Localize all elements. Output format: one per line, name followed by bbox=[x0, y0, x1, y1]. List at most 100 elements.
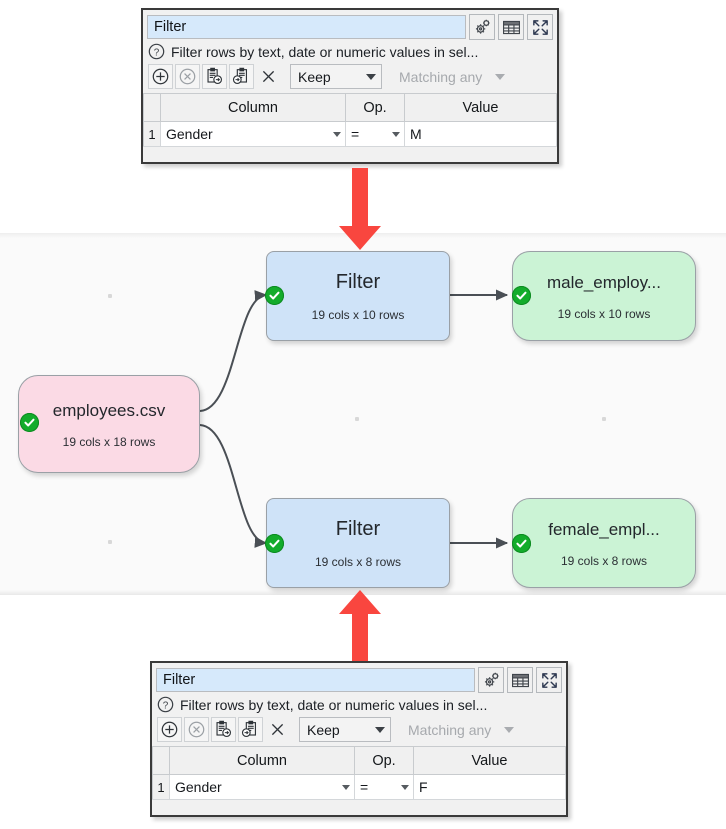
flow-canvas[interactable]: employees.csv 19 cols x 18 rows Filter 1… bbox=[0, 233, 726, 595]
chevron-down-icon bbox=[333, 131, 341, 137]
canvas-top-edge bbox=[0, 233, 726, 238]
copy-to-clipboard-button[interactable] bbox=[211, 717, 236, 742]
table-row[interactable]: 1 Gender = F bbox=[152, 774, 566, 800]
cell-value[interactable]: M bbox=[404, 121, 557, 147]
row-number-header bbox=[152, 746, 170, 775]
cell-column[interactable]: Gender bbox=[160, 121, 346, 147]
node-subtitle: 19 cols x 18 rows bbox=[62, 435, 156, 449]
panel-title-row bbox=[143, 10, 557, 42]
column-header-op[interactable]: Op. bbox=[354, 746, 414, 775]
column-header-value[interactable]: Value bbox=[413, 746, 566, 775]
expand-icon bbox=[541, 672, 557, 688]
chevron-down-icon bbox=[495, 73, 505, 80]
copy-to-clipboard-icon bbox=[216, 720, 232, 738]
cell-op-value: = bbox=[351, 126, 360, 142]
row-number-header bbox=[143, 93, 161, 122]
check-icon bbox=[269, 291, 280, 300]
grid-dot bbox=[108, 540, 112, 544]
matching-mode-value: Matching any bbox=[408, 721, 492, 738]
table-header-row: Column Op. Value bbox=[143, 93, 557, 122]
annotation-arrow-up bbox=[330, 588, 390, 672]
panel-title-row bbox=[152, 663, 566, 695]
filter-name-input[interactable] bbox=[156, 668, 475, 692]
clear-icon bbox=[262, 70, 275, 83]
filter-panel-top[interactable]: ? Filter rows by text, date or numeric v… bbox=[141, 8, 559, 164]
grid-dot bbox=[602, 417, 606, 421]
column-header-column[interactable]: Column bbox=[160, 93, 346, 122]
remove-row-button[interactable] bbox=[184, 717, 209, 742]
gear-icon-button[interactable] bbox=[469, 14, 495, 40]
copy-to-clipboard-button[interactable] bbox=[202, 64, 227, 89]
gear-icon bbox=[475, 19, 490, 34]
status-badge-ok bbox=[265, 534, 284, 553]
clear-icon bbox=[271, 723, 284, 736]
node-title: Filter bbox=[335, 517, 381, 540]
add-row-button[interactable] bbox=[148, 64, 173, 89]
keep-mode-select[interactable]: Keep bbox=[299, 717, 391, 742]
chevron-down-icon bbox=[342, 784, 350, 790]
paste-from-clipboard-button[interactable] bbox=[238, 717, 263, 742]
filter-criteria-table: Column Op. Value 1 Gender = bbox=[152, 746, 566, 800]
table-row[interactable]: 1 Gender = M bbox=[143, 121, 557, 147]
cell-op[interactable]: = bbox=[354, 774, 414, 800]
cell-column[interactable]: Gender bbox=[169, 774, 355, 800]
canvas-bottom-edge bbox=[0, 590, 726, 595]
filter-name-input[interactable] bbox=[147, 15, 466, 39]
status-badge-ok bbox=[512, 534, 531, 553]
copy-to-clipboard-icon bbox=[207, 67, 223, 85]
remove-row-icon bbox=[188, 721, 205, 738]
table-icon-button[interactable] bbox=[498, 14, 524, 40]
panel-description-row: ? Filter rows by text, date or numeric v… bbox=[152, 695, 566, 715]
chevron-down-icon bbox=[366, 73, 376, 80]
expand-icon-button[interactable] bbox=[527, 14, 553, 40]
node-title: female_empl... bbox=[548, 520, 660, 539]
clear-button[interactable] bbox=[265, 717, 290, 742]
help-icon[interactable]: ? bbox=[148, 43, 165, 60]
panel-description-text: Filter rows by text, date or numeric val… bbox=[171, 43, 479, 60]
node-filter-male[interactable]: Filter 19 cols x 10 rows bbox=[266, 251, 450, 341]
row-number-cell: 1 bbox=[143, 121, 161, 147]
expand-icon bbox=[532, 19, 548, 35]
node-filter-female[interactable]: Filter 19 cols x 8 rows bbox=[266, 498, 450, 588]
check-icon bbox=[24, 418, 35, 427]
check-icon bbox=[269, 539, 280, 548]
node-subtitle: 19 cols x 8 rows bbox=[560, 554, 648, 568]
node-subtitle: 19 cols x 10 rows bbox=[311, 307, 405, 322]
node-male-employees-output[interactable]: male_employ... 19 cols x 10 rows bbox=[512, 251, 696, 341]
matching-mode-select[interactable]: Matching any bbox=[391, 64, 511, 89]
column-header-column[interactable]: Column bbox=[169, 746, 355, 775]
keep-mode-select[interactable]: Keep bbox=[290, 64, 382, 89]
panel-toolbar-row: Keep Matching any bbox=[143, 62, 557, 93]
add-row-button[interactable] bbox=[157, 717, 182, 742]
clear-button[interactable] bbox=[256, 64, 281, 89]
column-header-value[interactable]: Value bbox=[404, 93, 557, 122]
filter-criteria-table: Column Op. Value 1 Gender = bbox=[143, 93, 557, 147]
node-subtitle: 19 cols x 10 rows bbox=[557, 307, 651, 321]
check-icon bbox=[516, 291, 527, 300]
cell-op[interactable]: = bbox=[345, 121, 405, 147]
paste-from-clipboard-button[interactable] bbox=[229, 64, 254, 89]
filter-panel-bottom[interactable]: ? Filter rows by text, date or numeric v… bbox=[150, 661, 568, 817]
table-icon bbox=[502, 20, 520, 34]
help-icon[interactable]: ? bbox=[157, 696, 174, 713]
cell-value[interactable]: F bbox=[413, 774, 566, 800]
node-employees-csv[interactable]: employees.csv 19 cols x 18 rows bbox=[18, 375, 200, 473]
matching-mode-select[interactable]: Matching any bbox=[400, 717, 520, 742]
column-header-op[interactable]: Op. bbox=[345, 93, 405, 122]
remove-row-button[interactable] bbox=[175, 64, 200, 89]
table-icon-button[interactable] bbox=[507, 667, 533, 693]
gear-icon bbox=[484, 672, 499, 687]
remove-row-icon bbox=[179, 68, 196, 85]
status-badge-ok bbox=[512, 286, 531, 305]
svg-text:?: ? bbox=[163, 700, 169, 711]
chevron-down-icon bbox=[401, 784, 409, 790]
expand-icon-button[interactable] bbox=[536, 667, 562, 693]
node-female-employees-output[interactable]: female_empl... 19 cols x 8 rows bbox=[512, 498, 696, 588]
gear-icon-button[interactable] bbox=[478, 667, 504, 693]
node-title: male_employ... bbox=[546, 273, 661, 292]
wire-source-to-filter2 bbox=[199, 424, 268, 548]
table-header-row: Column Op. Value bbox=[152, 746, 566, 775]
wire-source-to-filter1 bbox=[199, 290, 268, 412]
grid-dot bbox=[355, 417, 359, 421]
node-title: employees.csv bbox=[52, 401, 166, 420]
